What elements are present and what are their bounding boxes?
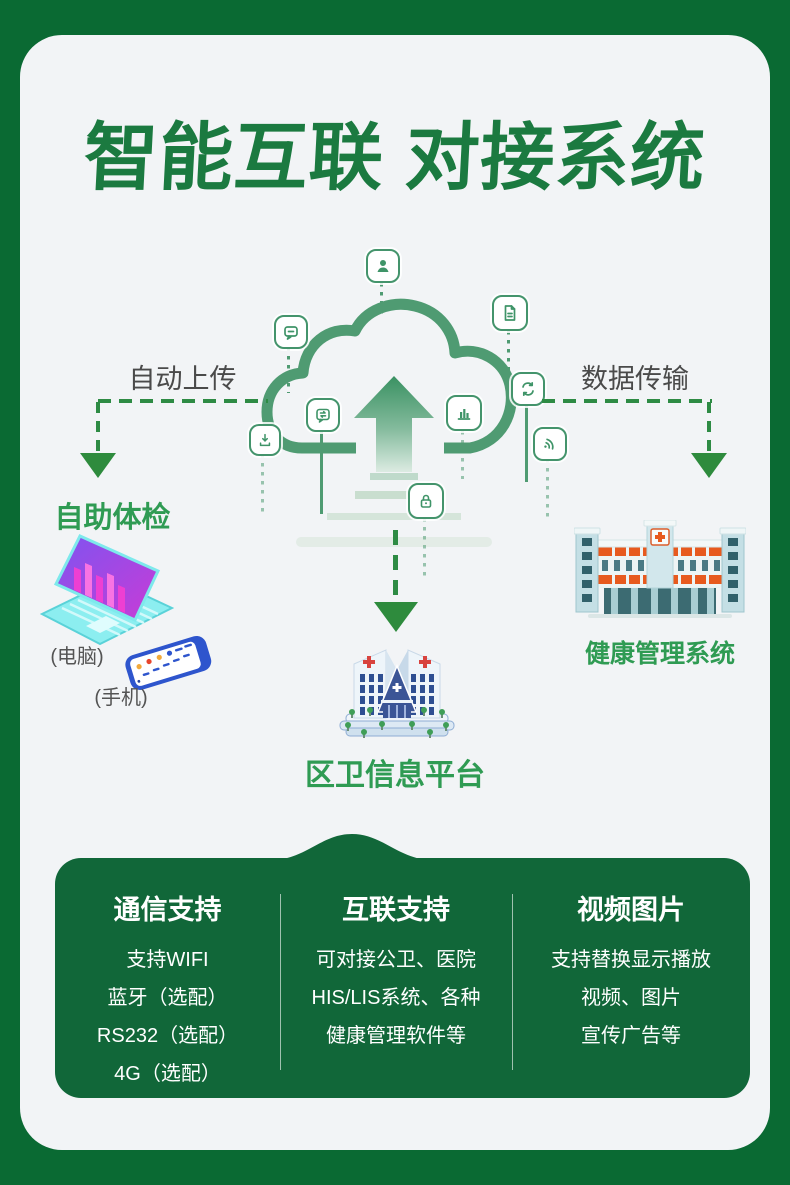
wifi-icon xyxy=(533,427,567,461)
feature-column-media: 视频图片 支持替换显示播放 视频、图片 宣传广告等 xyxy=(512,888,750,1093)
chat-sync-icon xyxy=(306,398,340,432)
feature-column-title: 互联支持 xyxy=(342,895,450,925)
down-arrowhead-icon xyxy=(691,453,727,478)
feature-column-communication: 通信支持 支持WIFI 蓝牙（选配） RS232（选配） 4G（选配） xyxy=(55,888,280,1093)
feature-line: HIS/LIS系统、各种 xyxy=(311,987,481,1009)
panel-top-bump xyxy=(277,834,427,860)
dashed-flow-line xyxy=(98,399,268,403)
right-flow-label: 数据传输 xyxy=(581,364,689,394)
feature-line: 支持替换显示播放 xyxy=(551,949,711,971)
dashed-flow-line xyxy=(707,402,711,452)
feature-column-title: 通信支持 xyxy=(113,895,222,925)
document-icon xyxy=(492,295,528,331)
feature-line: 宣传广告等 xyxy=(581,1025,681,1047)
left-flow-label: 自动上传 xyxy=(128,364,237,394)
feature-line: 支持WIFI xyxy=(126,949,209,971)
dotted-connector xyxy=(287,347,290,393)
dashed-flow-line xyxy=(96,402,100,452)
right-node-label: 健康管理系统 xyxy=(584,640,735,668)
line-connector xyxy=(525,406,528,482)
hospital-illustration-right xyxy=(574,520,746,618)
download-icon xyxy=(249,424,281,456)
column-divider xyxy=(280,894,281,1070)
features-panel: 通信支持 支持WIFI 蓝牙（选配） RS232（选配） 4G（选配） 互联支持… xyxy=(55,834,750,1098)
computer-caption: (电脑) xyxy=(50,646,104,668)
feature-column-title: 视频图片 xyxy=(577,895,685,925)
dotted-connector xyxy=(423,518,426,576)
laptop-illustration xyxy=(40,534,174,646)
feature-column-interconnect: 互联支持 可对接公卫、医院 HIS/LIS系统、各种 健康管理软件等 xyxy=(280,888,512,1093)
user-icon xyxy=(366,249,400,283)
dotted-connector xyxy=(380,283,383,319)
column-divider xyxy=(512,894,513,1070)
feature-line: 4G（选配） xyxy=(114,1063,221,1085)
sync-icon xyxy=(511,372,545,406)
hospital-illustration-center xyxy=(339,649,455,738)
dotted-connector xyxy=(461,431,464,479)
feature-line: 健康管理软件等 xyxy=(326,1025,466,1047)
down-arrowhead-icon xyxy=(374,602,418,632)
phone-illustration xyxy=(125,635,212,690)
bar-chart-icon xyxy=(446,395,482,431)
lock-icon xyxy=(408,483,444,519)
line-connector xyxy=(320,432,323,514)
left-node-label: 自助体检 xyxy=(54,502,171,534)
phone-caption: (手机) xyxy=(94,687,148,709)
center-node-label: 区卫信息平台 xyxy=(305,759,485,792)
dotted-connector xyxy=(546,459,549,519)
page-title: 智能互联 对接系统 xyxy=(81,116,708,199)
feature-line: RS232（选配） xyxy=(96,1025,239,1047)
feature-line: 蓝牙（选配） xyxy=(107,987,228,1009)
feature-line: 视频、图片 xyxy=(581,987,681,1009)
message-icon xyxy=(274,315,308,349)
down-arrowhead-icon xyxy=(80,453,116,478)
dotted-connector xyxy=(507,331,510,379)
feature-line: 可对接公卫、医院 xyxy=(316,949,476,971)
dashed-flow-line xyxy=(393,530,398,602)
dashed-flow-line xyxy=(542,399,712,403)
dotted-connector xyxy=(261,454,264,516)
